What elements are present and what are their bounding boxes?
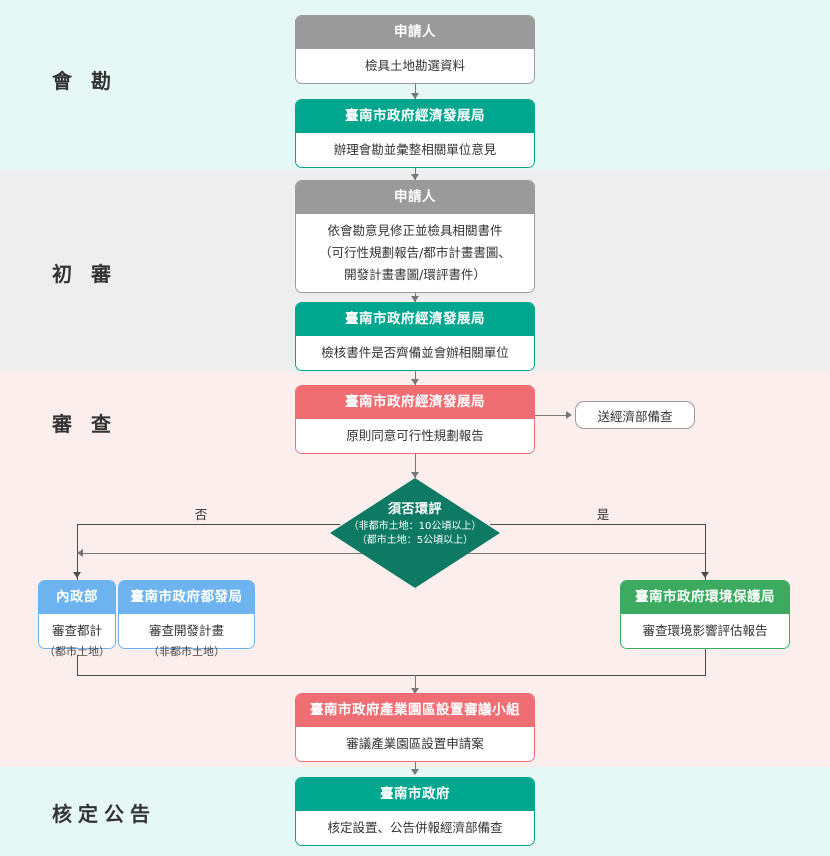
- connector-line: [77, 655, 78, 676]
- node-header: 申請人: [296, 181, 534, 214]
- node-body: 審議產業園區設置申請案: [296, 726, 534, 761]
- connector-line: [415, 160, 416, 180]
- node-header: 臺南市政府經濟發展局: [296, 303, 534, 336]
- connector-line: [535, 415, 567, 416]
- connector-arrow: [566, 411, 572, 419]
- connector-line: [415, 675, 416, 692]
- phase-label-preliminary-review: 初 審: [52, 262, 117, 286]
- node-body: 檢具土地勘選資料: [296, 48, 534, 83]
- decision-title: 須否環評: [387, 502, 442, 517]
- node-header: 臺南市政府經濟發展局: [296, 386, 534, 419]
- connector-line: [415, 285, 416, 302]
- node-body: 審查開發計畫: [119, 613, 254, 648]
- node-body-line: 依會勘意見修正並檢具相關書件: [327, 222, 503, 238]
- caption-non-urban-land: （非都市土地）: [148, 645, 225, 658]
- connector-arrow: [411, 769, 419, 775]
- node-body: 原則同意可行性規劃報告: [296, 418, 534, 453]
- node-body: 審查都計: [39, 613, 115, 648]
- node-body: 辦理會勘並彙整相關單位意見: [296, 132, 534, 167]
- connector-arrow: [411, 174, 419, 180]
- phase-label-review: 審 查: [52, 412, 117, 436]
- branch-label-no: 否: [194, 507, 208, 522]
- node-applicant-1[interactable]: 申請人 檢具土地勘選資料: [295, 15, 535, 84]
- branch-label-yes: 是: [596, 507, 610, 522]
- node-ministry-of-interior[interactable]: 內政部 審查都計: [38, 580, 116, 649]
- connector-line: [77, 675, 706, 676]
- node-body: 核定設置、公告併報經濟部備查: [296, 810, 534, 845]
- decision-subtitle-line-1: （非都市土地：10公頃以上）: [348, 521, 482, 532]
- connector-line: [415, 79, 416, 99]
- node-economic-development-bureau-1[interactable]: 臺南市政府經濟發展局 辦理會勘並彙整相關單位意見: [295, 99, 535, 168]
- connector-arrow: [411, 296, 419, 302]
- node-applicant-2[interactable]: 申請人 依會勘意見修正並檢具相關書件 （可行性規劃報告/都市計畫書圖、 開發計畫…: [295, 180, 535, 293]
- connector-line: [490, 524, 705, 525]
- node-header: 臺南市政府產業園區設置審議小組: [296, 694, 534, 727]
- node-economic-development-bureau-2[interactable]: 臺南市政府經濟發展局 檢核書件是否齊備並會辦相關單位: [295, 302, 535, 371]
- node-industrial-park-review-panel[interactable]: 臺南市政府產業園區設置審議小組 審議產業園區設置申請案: [295, 693, 535, 762]
- connector-arrow: [73, 572, 81, 578]
- node-header: 臺南市政府都發局: [119, 581, 254, 614]
- node-header: 臺南市政府經濟發展局: [296, 100, 534, 133]
- connector-arrow: [701, 572, 709, 578]
- node-header: 臺南市政府環境保護局: [621, 581, 789, 614]
- node-body: 依會勘意見修正並檢具相關書件 （可行性規劃報告/都市計畫書圖、 開發計畫書圖/環…: [296, 213, 534, 292]
- node-urban-development-bureau[interactable]: 臺南市政府都發局 審查開發計畫: [118, 580, 255, 649]
- node-send-to-moea-filing[interactable]: 送經濟部備查: [575, 401, 695, 429]
- caption-urban-land: （都市土地）: [44, 645, 110, 658]
- node-header: 內政部: [39, 581, 115, 614]
- node-tainan-city-government[interactable]: 臺南市政府 核定設置、公告併報經濟部備查: [295, 777, 535, 846]
- node-body-line: 開發計畫書圖/環評書件）: [344, 266, 486, 282]
- connector-arrow: [411, 379, 419, 385]
- connector-line: [705, 524, 706, 580]
- connector-line: [415, 757, 416, 773]
- connector-arrow: [411, 688, 419, 694]
- connector-arrow: [411, 472, 419, 478]
- node-header: 臺南市政府: [296, 778, 534, 811]
- connector-line: [705, 640, 706, 676]
- phase-label-approval: 核定公告: [52, 802, 156, 826]
- node-body: 審查環境影響評估報告: [621, 613, 789, 648]
- decision-environmental-assessment[interactable]: 須否環評 （非都市土地：10公頃以上） （都市土地：5公頃以上）: [330, 478, 500, 588]
- connector-arrow: [77, 549, 83, 557]
- node-environmental-protection-bureau[interactable]: 臺南市政府環境保護局 審查環境影響評估報告: [620, 580, 790, 649]
- connector-line: [415, 363, 416, 385]
- node-body-line: （可行性規劃報告/都市計畫書圖、: [319, 244, 511, 260]
- connector-arrow: [411, 93, 419, 99]
- connector-line: [415, 452, 416, 478]
- node-body: 檢核書件是否齊備並會辦相關單位: [296, 335, 534, 370]
- connector-line: [77, 524, 340, 525]
- decision-subtitle-line-2: （都市土地：5公頃以上）: [356, 534, 474, 546]
- node-economic-development-bureau-3[interactable]: 臺南市政府經濟發展局 原則同意可行性規劃報告: [295, 385, 535, 454]
- node-header: 申請人: [296, 16, 534, 49]
- phase-label-survey: 會 勘: [52, 69, 117, 93]
